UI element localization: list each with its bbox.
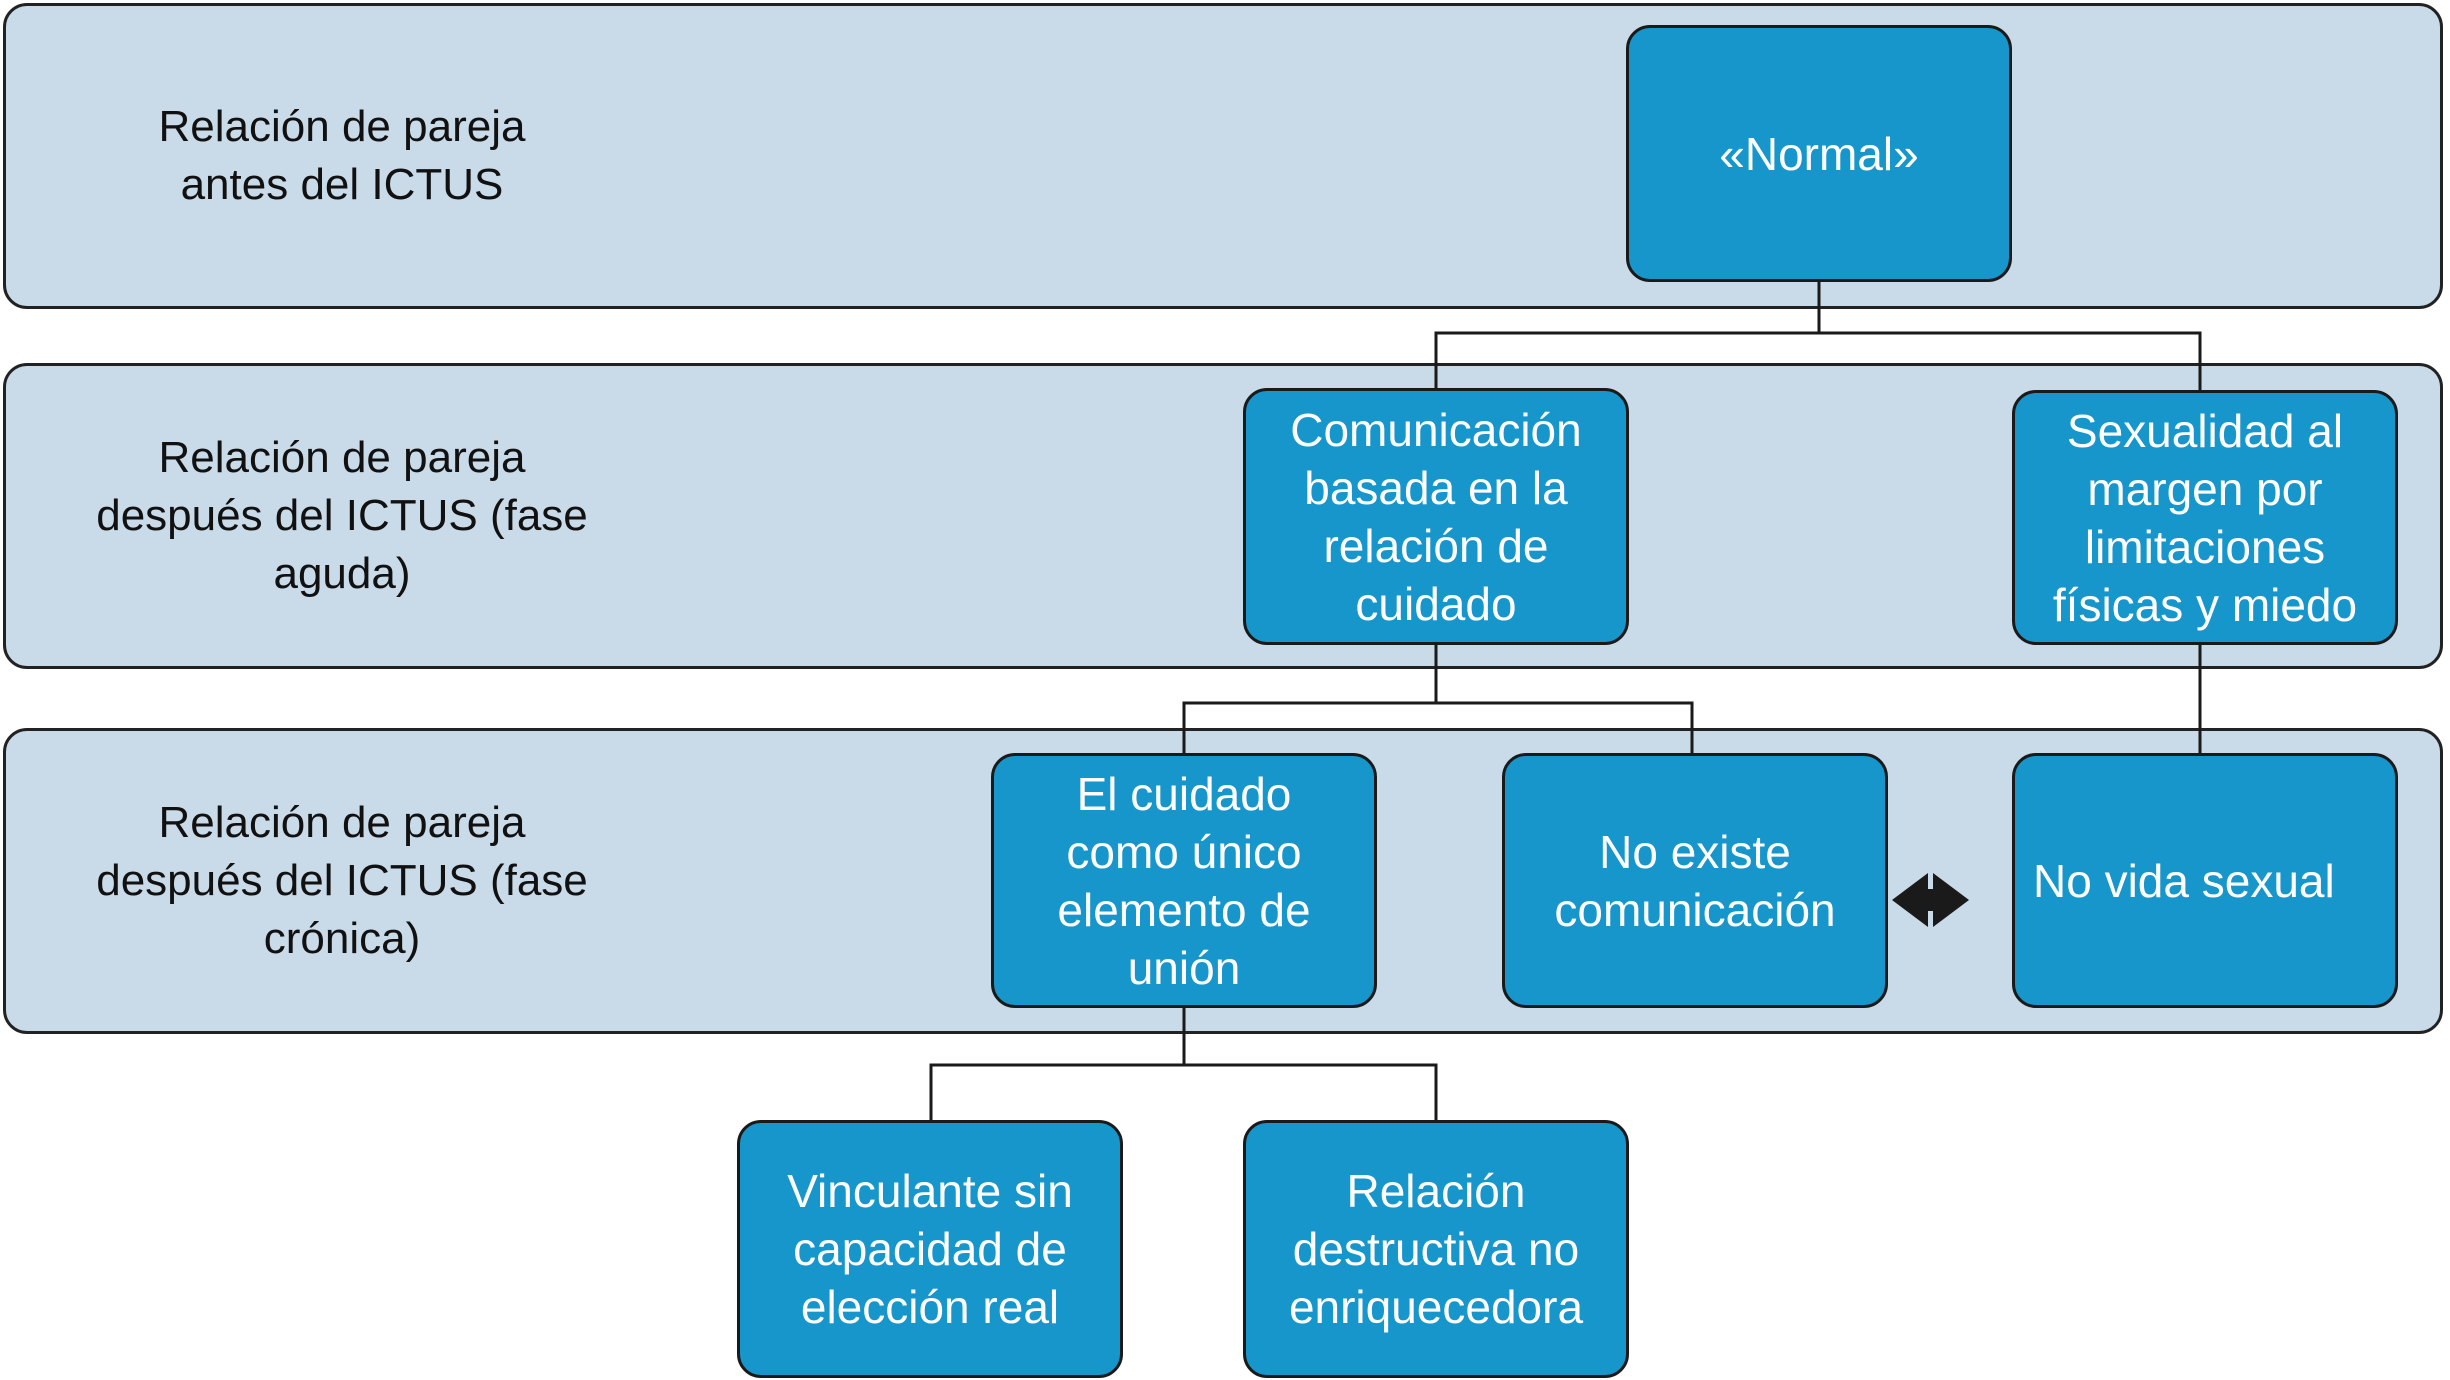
node-comunicacion-cuidado-text: Comunicación basada en la relación de cu… — [1290, 403, 1582, 630]
node-sexualidad-margen-text: Sexualidad al margen por limitaciones fí… — [2052, 404, 2358, 631]
node-no-comunicacion: No existe comunicación — [1502, 753, 1888, 1008]
band-before-stroke — [3, 3, 2443, 309]
connector-cuidado-split — [929, 1006, 1186, 1122]
band-label-acute: Relación de pareja después del ICTUS (fa… — [40, 363, 644, 669]
node-normal-text: «Normal» — [1719, 127, 1919, 180]
connector-cuidado-to-destructiva — [1182, 1063, 1438, 1122]
node-no-vida-sexual: No vida sexual — [2012, 753, 2398, 1008]
node-sexualidad-margen: Sexualidad al margen por limitaciones fí… — [2012, 390, 2398, 645]
node-no-comunicacion-text: No existe comunicación — [1554, 825, 1836, 936]
node-cuidado-unico: El cuidado como único elemento de unión — [991, 753, 1377, 1008]
band-label-chronic: Relación de pareja después del ICTUS (fa… — [40, 728, 644, 1034]
connector-normal-to-sexualidad — [1817, 331, 2202, 392]
connector-normal-to-acute — [1434, 280, 1821, 390]
connector-comunicacion-split — [1182, 643, 1438, 755]
node-vinculante-text: Vinculante sin capacidad de elección rea… — [787, 1165, 1073, 1333]
node-destructiva-text: Relación destructiva no enriquecedora — [1288, 1165, 1584, 1333]
node-destructiva: Relación destructiva no enriquecedora — [1243, 1120, 1629, 1378]
connector-comunicacion-to-nocom — [1434, 701, 1694, 755]
node-vinculante: Vinculante sin capacidad de elección rea… — [737, 1120, 1123, 1378]
band-label-chronic-text: Relación de pareja después del ICTUS (fa… — [96, 798, 588, 963]
node-comunicacion-cuidado: Comunicación basada en la relación de cu… — [1243, 388, 1629, 645]
node-no-vida-sexual-text: No vida sexual — [2033, 854, 2335, 907]
band-label-before-text: Relación de pareja antes del ICTUS — [158, 102, 526, 209]
band-label-before: Relación de pareja antes del ICTUS — [40, 3, 644, 309]
band-label-acute-text: Relación de pareja después del ICTUS (fa… — [96, 433, 588, 598]
double-arrow-icon — [1892, 873, 1969, 927]
node-normal: «Normal» — [1626, 25, 2012, 282]
node-cuidado-unico-text: El cuidado como único elemento de unión — [1057, 767, 1311, 994]
